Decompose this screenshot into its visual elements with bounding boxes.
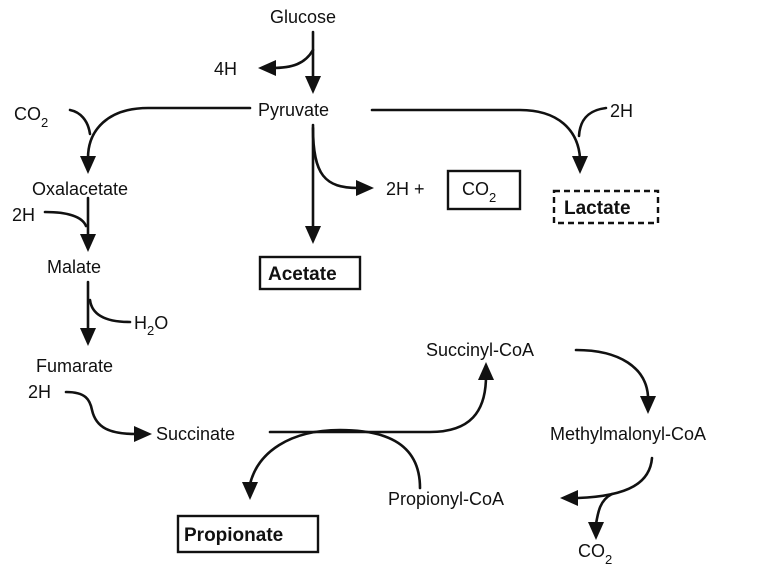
arrow-glucose-4h [270,48,315,70]
arrowhead-propionylcoa [560,490,578,506]
propionate-label: Propionate [184,525,283,546]
co2-box-subscript: 2 [489,190,496,205]
arrow-co2-in [68,108,92,136]
arrowhead-pyruvate [305,76,321,94]
two-h-oxalacetate-label: 2H [12,205,35,225]
co2-out-text: CO [578,541,605,561]
h2o-label: H2O [134,313,168,338]
two-h-fumarate-label: 2H [28,382,51,402]
arrowhead-methylmalonylcoa [640,396,656,414]
propionate-product-box [176,514,320,554]
arrowhead-oxalacetate [80,156,96,174]
arrow-methylmalonylcoa-propionylcoa [576,456,654,500]
two-h-plus-label: 2H + [386,179,425,199]
fumarate-label: Fumarate [36,356,113,376]
malate-label: Malate [47,257,101,277]
co2-in-text: CO [14,104,41,124]
lactate-product-box [552,189,660,225]
arrow-2h-malate [43,210,88,228]
arrow-h2o-out [88,298,132,324]
co2-box-text: CO [462,179,489,199]
arrowhead-fumarate [80,328,96,346]
arrow-succinate-succinylcoa [268,374,488,434]
arrow-succinylcoa-methylmalonylcoa [574,348,650,398]
co2-out-subscript: 2 [605,552,612,567]
succinate-label: Succinate [156,424,235,444]
h2o-o-text: O [154,313,168,333]
arrow-methylmalonylcoa-co2 [594,492,614,526]
co2-product-box [446,169,522,211]
arrow-propionylcoa-propionate [248,428,422,490]
oxalacetate-label: Oxalacetate [32,179,128,199]
propionyl-coa-label: Propionyl-CoA [388,489,504,509]
co2-out-label: CO2 [578,541,612,567]
glucose-label: Glucose [270,7,336,27]
h2o-h-text: H [134,313,147,333]
arrow-2h-lactate [577,106,608,138]
succinyl-coa-label: Succinyl-CoA [426,340,534,360]
arrowhead-succinate [134,426,152,442]
arrowhead-succinylcoa [478,362,494,380]
arrow-pyruvate-oxalacetate [86,106,252,160]
arrow-pyruvate-co2 [311,126,360,190]
arrowhead-lactate [572,156,588,174]
arrowhead-acetate [305,226,321,244]
arrowhead-co2-out [588,522,604,540]
arrowhead-4h [258,60,276,76]
pyruvate-label: Pyruvate [258,100,329,120]
arrow-fumarate-succinate [64,390,138,436]
methylmalonyl-coa-label: Methylmalonyl-CoA [550,424,706,444]
h2o-subscript: 2 [147,323,154,338]
acetate-label: Acetate [268,264,337,285]
acetate-product-box [258,255,362,291]
two-h-lactate-label: 2H [610,101,633,121]
arrow-pyruvate-lactate [370,108,582,160]
lactate-label: Lactate [564,198,631,219]
co2-box-label: CO2 [462,179,496,205]
co2-in-label: CO2 [14,104,48,130]
arrowhead-malate [80,234,96,252]
co2-in-subscript: 2 [41,115,48,130]
arrowhead-co2-box [356,180,374,196]
four-h-label: 4H [214,59,237,79]
arrowhead-propionate [242,482,258,500]
